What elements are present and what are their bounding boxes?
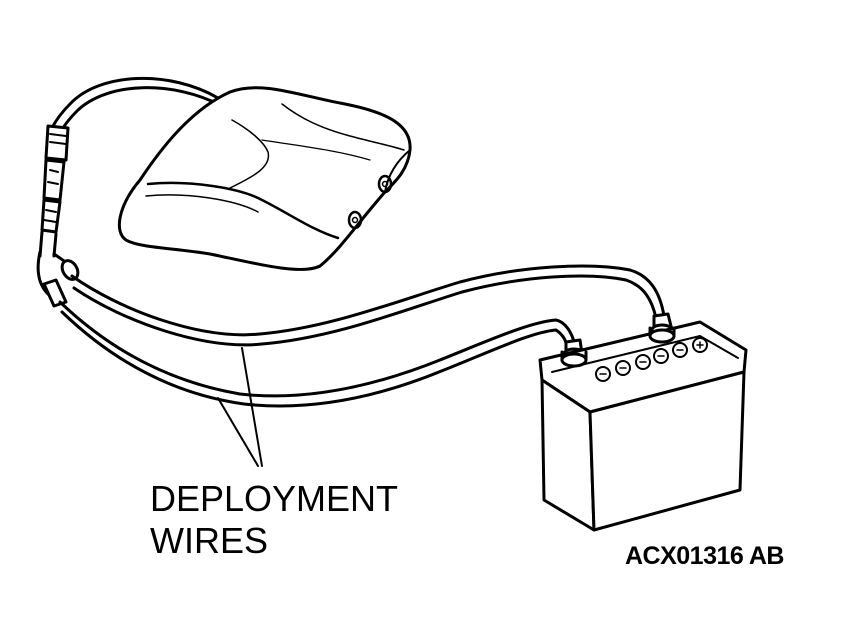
connector-icon [38,124,70,258]
callout-leader-lines [217,347,263,467]
deployment-wires-label: DEPLOYMENT WIRES [150,478,398,562]
harness-split [36,250,80,308]
callout-line-2: WIRES [150,520,269,561]
battery-icon [538,320,748,532]
deployment-wire-1 [70,264,674,347]
callout-line-1: DEPLOYMENT [150,478,399,519]
module-harness-wire [50,77,224,132]
figure-code: ACX01316 AB [625,542,784,570]
deployment-wire-2 [58,300,586,408]
airbag-module-icon [117,86,412,271]
